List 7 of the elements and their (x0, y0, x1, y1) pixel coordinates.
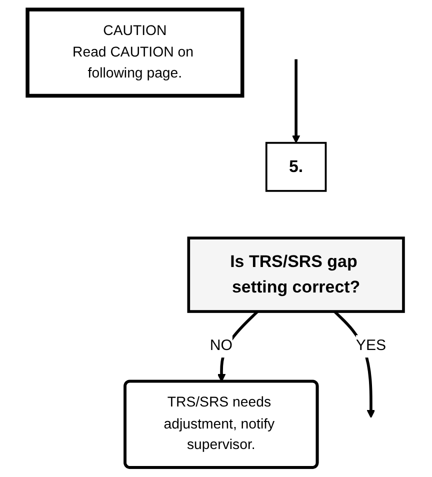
edge-label: NO (210, 338, 233, 354)
node-box: 5. (266, 142, 328, 192)
node-box: CAUTION Read CAUTION on following page. (26, 8, 245, 98)
arrow (292, 59, 301, 144)
arrow (218, 310, 260, 382)
edge-label: YES (356, 338, 387, 354)
node-box: Is TRS/SRS gap setting correct? (188, 236, 406, 313)
